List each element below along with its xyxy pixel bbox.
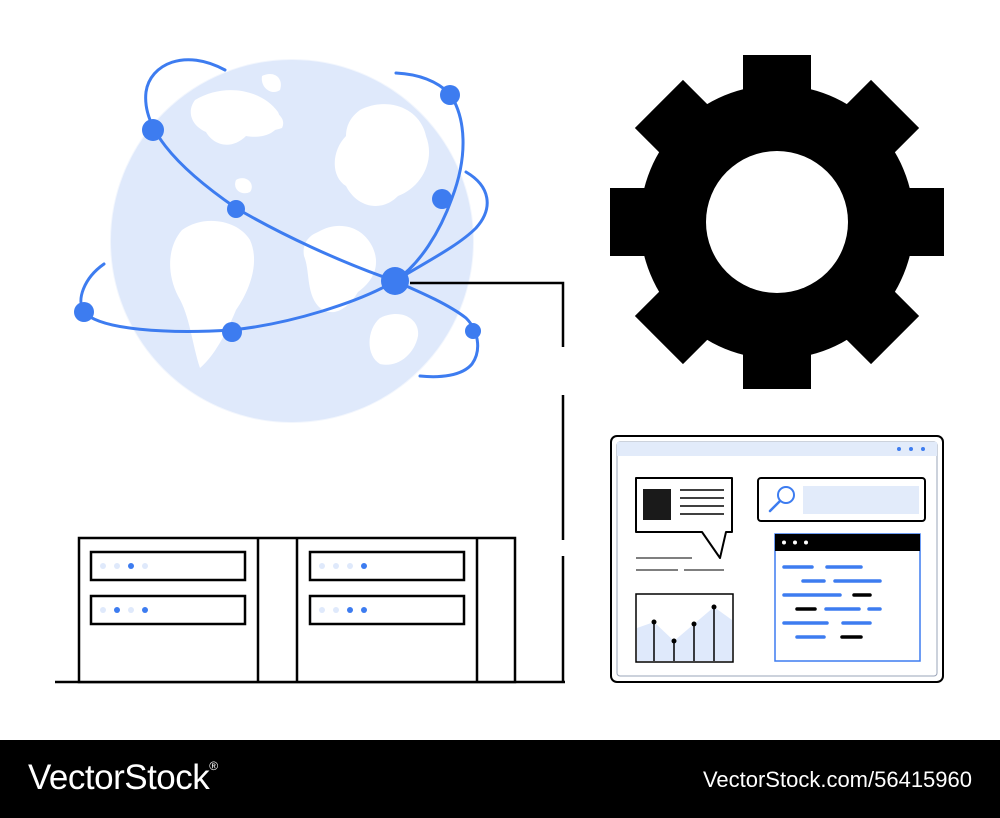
orbit-node [465, 323, 481, 339]
orbit-node [74, 302, 94, 322]
server-unit [89, 550, 247, 582]
globe-continents [170, 73, 430, 368]
globe-sphere [110, 59, 474, 423]
orbit-node [440, 85, 460, 105]
window-title-bar [617, 442, 937, 456]
orbit-node [142, 119, 164, 141]
orbit-node [381, 267, 409, 295]
magnifier-icon [768, 486, 795, 513]
globe-with-orbits-icon [74, 58, 489, 424]
server-unit [308, 550, 466, 582]
orbit-lines [79, 58, 489, 379]
server-unit [89, 594, 247, 626]
orbit-node [222, 322, 242, 342]
illustration [55, 55, 944, 684]
brand-name: VectorStock [28, 758, 210, 797]
gear-hole [706, 151, 848, 293]
orbit-node [432, 189, 452, 209]
server-unit [308, 594, 466, 626]
server-rack-icon [55, 536, 565, 684]
registered-mark: ® [209, 759, 218, 773]
brand-logo: VectorStock® [28, 758, 218, 798]
orbit-nodes [74, 85, 481, 342]
gear-icon [610, 55, 944, 389]
connector-line [410, 281, 565, 682]
dashboard-window-icon [610, 435, 944, 683]
search-bar [757, 477, 926, 522]
message-card [635, 477, 733, 559]
stock-id: VectorStock.com/56415960 [702, 767, 972, 792]
code-panel [774, 533, 921, 662]
watermark-footer: VectorStock® VectorStock.com/56415960 [0, 740, 1000, 818]
mini-line-chart [635, 593, 734, 663]
orbit-node [227, 200, 245, 218]
